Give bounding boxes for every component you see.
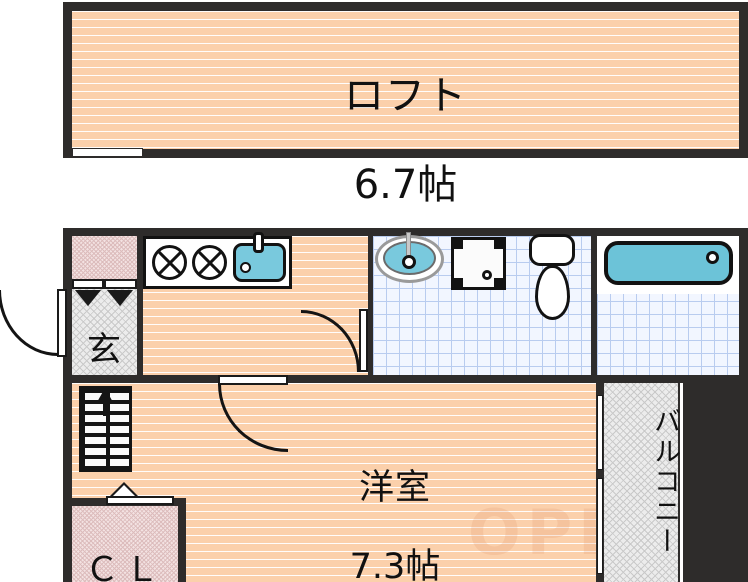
wm-corner-bl	[454, 278, 463, 287]
ladder-up-arrow-stem	[103, 402, 106, 416]
balcony-floor	[604, 383, 678, 582]
wm-corner-tr	[494, 240, 503, 249]
kitchen-sink-drain	[240, 262, 251, 273]
closet-label: ＣＬ	[72, 513, 178, 582]
stove-burner-right	[192, 245, 227, 280]
shoe-cupboard-fold-marker-right	[107, 290, 133, 306]
balcony-sliding-door-lower[interactable]	[597, 478, 603, 574]
loft-floor	[72, 11, 739, 149]
kitchen-faucet	[253, 232, 264, 253]
main-room-floor	[72, 383, 596, 582]
entrance-door-swing	[0, 290, 58, 356]
shoe-cupboard-door-panel-right[interactable]	[104, 279, 137, 289]
lavatory-drain	[402, 255, 416, 269]
closet-door-panel[interactable]	[106, 496, 174, 505]
wm-corner-br	[494, 278, 503, 287]
closet-fold-marker-inner	[113, 485, 135, 496]
wm-drain	[482, 270, 492, 280]
toilet-tank	[529, 234, 575, 266]
wall-sanitary-bath	[591, 236, 597, 375]
wm-corner-tl	[454, 240, 463, 249]
balcony-sliding-door-upper[interactable]	[597, 395, 603, 470]
loft-ladder-opening	[72, 148, 143, 157]
entrance-label: 玄	[72, 299, 137, 401]
loft-name: ロフト	[344, 72, 467, 119]
balcony-outer-rail	[678, 383, 685, 582]
closet-name: ＣＬ	[85, 550, 165, 582]
closet-floor	[72, 506, 178, 582]
shoe-cupboard-fold-marker-left	[75, 290, 101, 306]
wall-entrance-kitchen	[137, 236, 143, 375]
washing-machine-pan	[451, 237, 506, 290]
bathtub-drain	[706, 251, 719, 264]
wall-kitchen-sanitary	[368, 236, 373, 375]
main-room-area: 7.3帖	[349, 546, 441, 582]
ladder-center-rail	[106, 389, 110, 469]
loft-section: ロフト 6.7帖	[63, 2, 748, 208]
loft-label: ロフト 6.7帖	[63, 29, 748, 253]
entrance-name: 玄	[87, 330, 122, 370]
loft-area: 6.7帖	[353, 162, 458, 209]
balcony-label: バルコニー	[604, 392, 680, 572]
ladder-up-arrow	[96, 388, 114, 404]
main-room-name: 洋室	[358, 468, 431, 509]
shoe-cupboard-door-panel-left[interactable]	[72, 279, 104, 289]
shoe-cupboard	[72, 236, 137, 279]
balcony-name: バルコニー	[649, 407, 680, 557]
toilet-bowl	[535, 265, 570, 320]
stove-burner-left	[152, 245, 187, 280]
sanitary-door-leaf[interactable]	[359, 309, 368, 372]
entrance-door-leaf[interactable]	[57, 289, 67, 357]
main-room-label: 洋室 7.3帖	[250, 430, 540, 582]
